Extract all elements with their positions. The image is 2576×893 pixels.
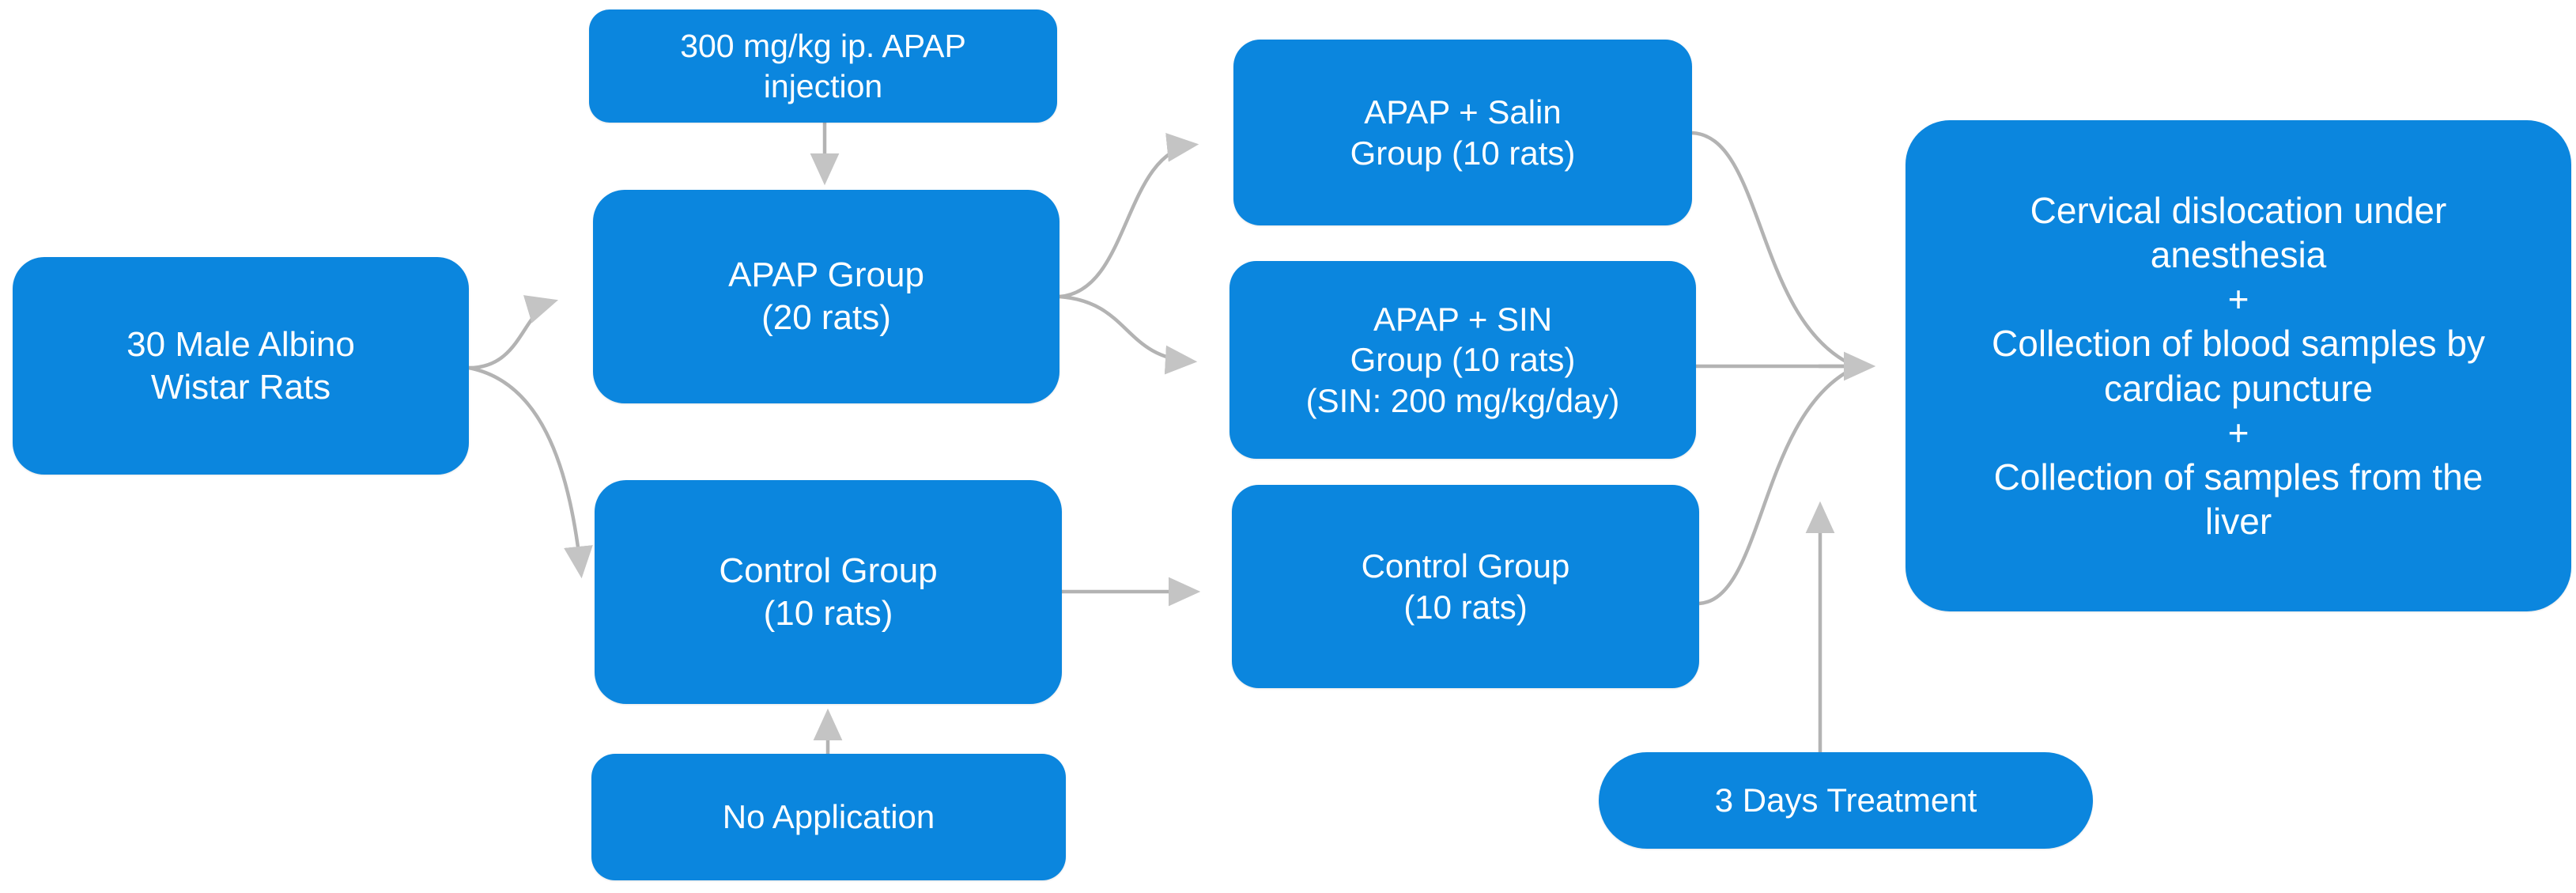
node-no-application[interactable]: No Application [591, 754, 1066, 880]
node-apap-salin-group-label: APAP + Salin Group (10 rats) [1350, 93, 1576, 172]
node-apap-sin-group[interactable]: APAP + SIN Group (10 rats) (SIN: 200 mg/… [1229, 261, 1696, 459]
node-apap-group-label: APAP Group (20 rats) [728, 255, 924, 337]
edge-source-to-control [468, 365, 593, 579]
node-control-group-stage2-label: Control Group (10 rats) [1361, 547, 1570, 626]
node-control-group-stage1-label: Control Group (10 rats) [719, 551, 938, 633]
node-control-group-stage2[interactable]: Control Group (10 rats) [1232, 485, 1699, 688]
edge-source-to-apap [468, 295, 559, 370]
edge-apap-to-sin [1059, 294, 1198, 375]
edge-salin-to-endpoint [1691, 131, 1852, 366]
edge-apap-to-salin [1059, 133, 1199, 299]
node-endpoint-procedures[interactable]: Cervical dislocation under anesthesia + … [1906, 120, 2571, 611]
node-treatment-duration-label: 3 Days Treatment [1714, 781, 1977, 819]
node-apap-dose[interactable]: 300 mg/kg ip. APAP injection [589, 9, 1057, 123]
node-control-group-stage1[interactable]: Control Group (10 rats) [595, 480, 1062, 704]
node-treatment-duration[interactable]: 3 Days Treatment [1599, 752, 2093, 849]
node-apap-dose-label: 300 mg/kg ip. APAP injection [680, 28, 966, 104]
node-endpoint-procedures-label: Cervical dislocation under anesthesia + … [1992, 190, 2485, 542]
node-no-application-label: No Application [722, 798, 935, 836]
node-apap-salin-group[interactable]: APAP + Salin Group (10 rats) [1233, 40, 1692, 225]
node-apap-group[interactable]: APAP Group (20 rats) [593, 190, 1059, 403]
node-apap-sin-group-label: APAP + SIN Group (10 rats) (SIN: 200 mg/… [1305, 301, 1620, 419]
node-source-rats[interactable]: 30 Male Albino Wistar Rats [13, 257, 469, 475]
node-source-rats-label: 30 Male Albino Wistar Rats [127, 324, 355, 407]
edge-control2-to-endpoint [1698, 369, 1852, 606]
